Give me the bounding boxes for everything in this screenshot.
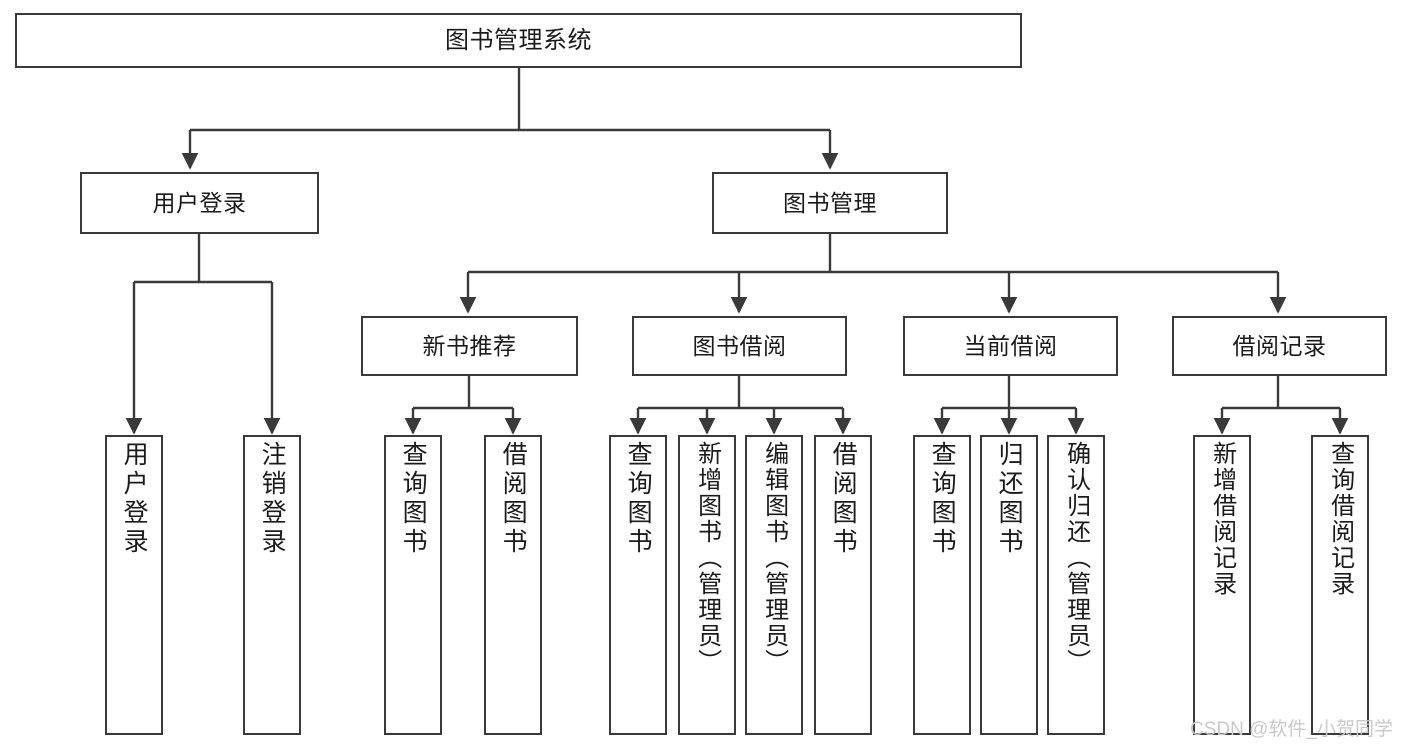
node-label: 新增图书（管理员） [693,441,721,675]
node-label: 图书管理系统 [445,26,592,54]
node-label: 当前借阅 [963,332,1058,359]
node-label: 编辑图书（管理员） [760,441,788,675]
node-label: 归还图书 [995,441,1024,557]
node-leaf-borrow-book-recommend[interactable]: 借阅图书 [484,435,542,735]
node-label: 用户登录 [120,441,149,557]
node-label: 借阅记录 [1232,332,1327,359]
node-new-book-recommendation[interactable]: 新书推荐 [361,316,578,376]
node-user-login[interactable]: 用户登录 [80,172,319,234]
node-label: 借阅图书 [829,441,858,557]
node-leaf-query-book-current[interactable]: 查询图书 [913,435,971,735]
node-leaf-add-book-admin[interactable]: 新增图书（管理员） [678,435,736,735]
node-label: 注销登录 [258,441,287,557]
node-label: 图书管理 [783,189,877,216]
node-label: 借阅图书 [499,441,528,557]
node-leaf-query-book-recommend[interactable]: 查询图书 [384,435,442,735]
node-label: 查询借阅记录 [1326,441,1354,597]
node-book-management[interactable]: 图书管理 [712,172,948,234]
node-label: 用户登录 [152,189,247,216]
node-label: 确认归还（管理员） [1062,441,1090,675]
node-leaf-borrow-book[interactable]: 借阅图书 [814,435,872,735]
node-label: 图书借阅 [692,332,787,359]
node-leaf-logout[interactable]: 注销登录 [243,435,301,735]
node-label: 查询图书 [399,441,428,557]
watermark: CSDN @软件_小贺同学 [1190,719,1393,740]
node-book-borrow[interactable]: 图书借阅 [632,316,847,376]
node-leaf-confirm-return-admin[interactable]: 确认归还（管理员） [1047,435,1105,735]
node-borrow-record[interactable]: 借阅记录 [1172,316,1387,376]
node-root-book-management-system[interactable]: 图书管理系统 [15,13,1022,68]
node-leaf-add-borrow-record[interactable]: 新增借阅记录 [1193,435,1251,735]
node-leaf-user-login[interactable]: 用户登录 [105,435,163,735]
node-label: 查询图书 [624,441,653,557]
node-current-borrow[interactable]: 当前借阅 [903,316,1118,376]
node-leaf-query-borrow-record[interactable]: 查询借阅记录 [1311,435,1369,735]
node-leaf-query-book-borrow[interactable]: 查询图书 [609,435,667,735]
node-leaf-return-book[interactable]: 归还图书 [980,435,1038,735]
node-leaf-edit-book-admin[interactable]: 编辑图书（管理员） [745,435,803,735]
node-label: 新增借阅记录 [1208,441,1236,597]
node-label: 查询图书 [928,441,957,557]
node-label: 新书推荐 [422,332,517,359]
